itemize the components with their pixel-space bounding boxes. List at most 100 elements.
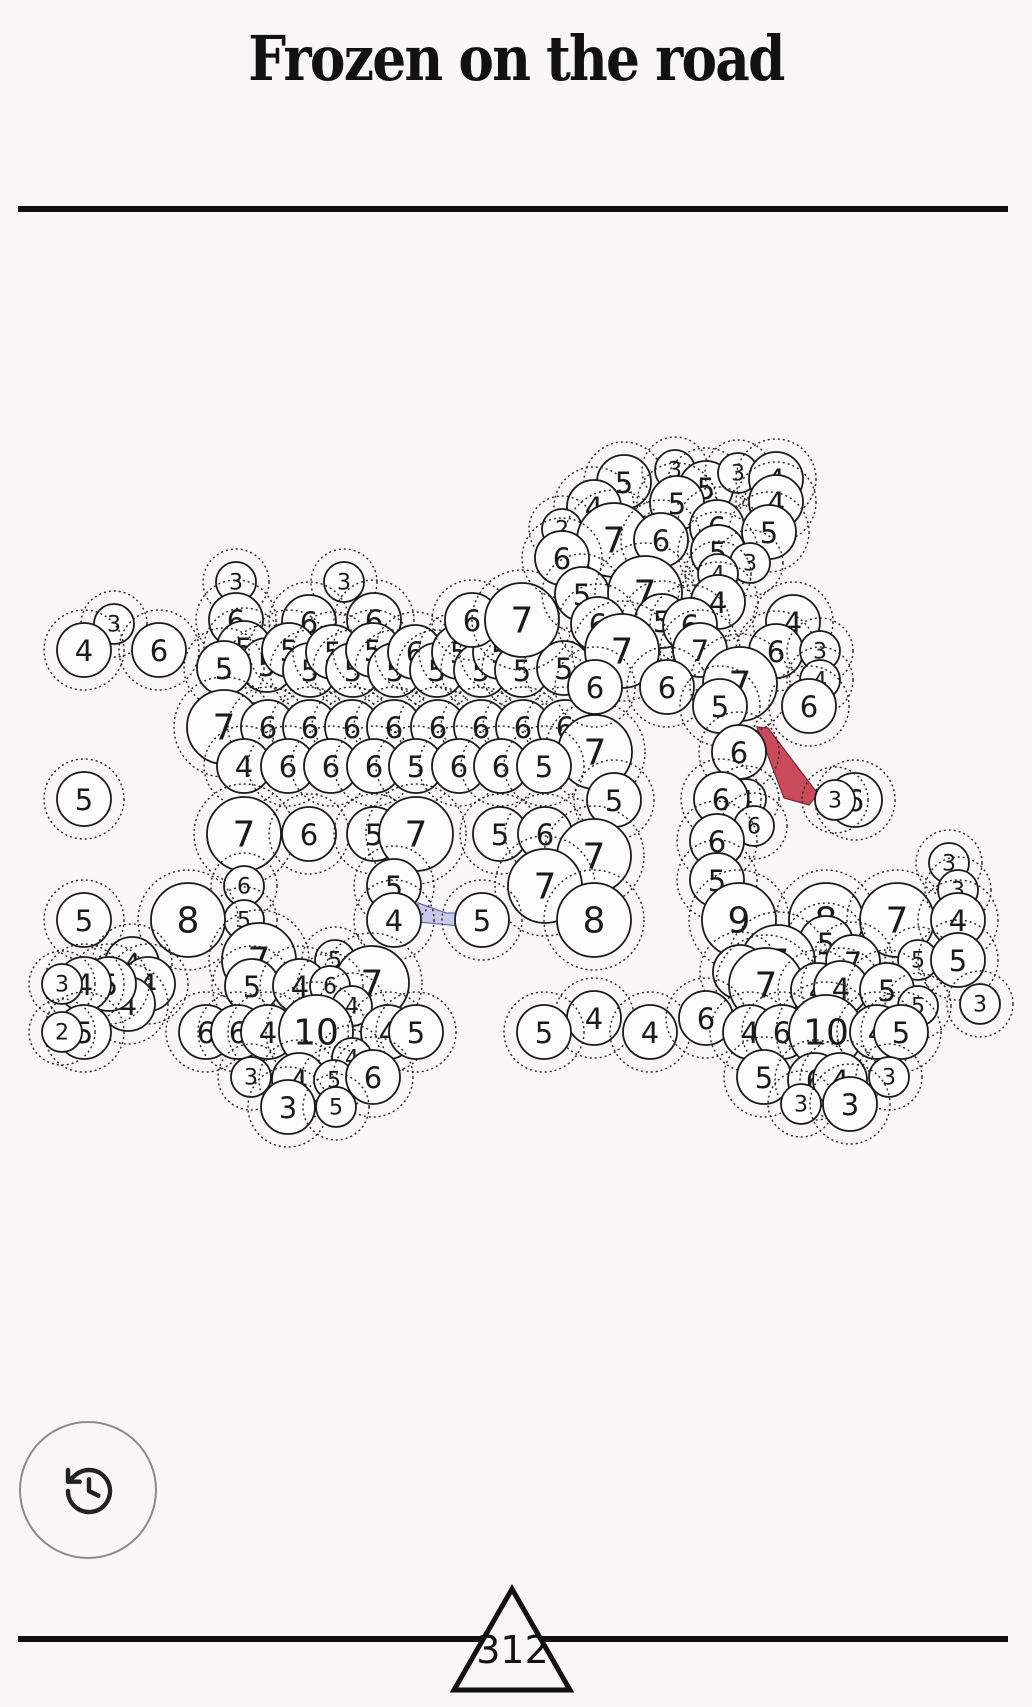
node-disc xyxy=(622,1004,678,1060)
board-node[interactable]: 6 xyxy=(676,800,758,882)
board-node[interactable]: 6 xyxy=(332,1036,414,1118)
node-value: 6 xyxy=(586,671,604,705)
board-node[interactable]: 5 xyxy=(723,1036,805,1118)
red-link xyxy=(756,726,819,806)
board-node[interactable]: 4 xyxy=(917,879,999,961)
board-node[interactable]: 7 xyxy=(365,783,467,885)
node-value: 5 xyxy=(491,818,509,852)
board-node[interactable]: 6 xyxy=(680,758,762,840)
board-node[interactable]: 5 xyxy=(43,758,125,840)
board-node[interactable]: 8 xyxy=(543,869,645,971)
board-node[interactable]: 5 xyxy=(503,991,585,1073)
board-node[interactable]: 6 xyxy=(768,665,850,747)
board-node[interactable]: 5 xyxy=(503,725,585,807)
node-disc xyxy=(260,1079,316,1135)
board-node[interactable]: 10 xyxy=(775,981,877,1083)
node-value: 6 xyxy=(536,818,554,852)
node-value: 3 xyxy=(828,789,842,814)
board-node[interactable]: 5 xyxy=(375,991,457,1073)
node-halo xyxy=(353,879,435,961)
board-node[interactable]: 3 xyxy=(716,529,784,597)
node-value: 6 xyxy=(300,818,318,852)
node-halo xyxy=(137,869,239,971)
node-value: 3 xyxy=(337,571,351,596)
node-disc xyxy=(822,1076,878,1132)
node-disc xyxy=(516,738,572,794)
board-node[interactable]: 5 xyxy=(917,919,999,1001)
node-value: 7 xyxy=(583,837,606,878)
board-node[interactable]: 5 xyxy=(441,879,523,961)
board-node[interactable]: 5 xyxy=(860,991,942,1073)
node-value: 6 xyxy=(364,1061,382,1095)
board-node[interactable]: 6 xyxy=(554,646,636,728)
node-value: 5 xyxy=(535,750,553,784)
history-icon xyxy=(65,1467,113,1515)
board-node[interactable]: 3 xyxy=(946,970,1014,1038)
node-disc xyxy=(781,678,837,734)
board-node[interactable]: 4 xyxy=(43,609,125,691)
board-node[interactable]: 7 xyxy=(193,783,295,885)
node-disc xyxy=(131,622,187,678)
node-value: 4 xyxy=(641,1016,659,1050)
node-halo xyxy=(503,991,585,1073)
node-value: 6 xyxy=(197,1016,215,1050)
node-value: 6 xyxy=(730,736,748,770)
board-node[interactable]: 5 xyxy=(43,879,125,961)
board-node[interactable]: 7 xyxy=(173,676,275,778)
node-value: 6 xyxy=(472,711,490,745)
node-halo xyxy=(118,609,200,691)
board-node[interactable]: 6 xyxy=(460,725,542,807)
moves-counter: 312 xyxy=(450,1584,575,1694)
board-node[interactable]: 5 xyxy=(302,1073,370,1141)
node-halo xyxy=(375,991,457,1073)
node-value: 3 xyxy=(279,1091,297,1125)
undo-button[interactable] xyxy=(19,1421,157,1559)
node-disc xyxy=(388,1004,444,1060)
board-node[interactable]: 3 xyxy=(809,1063,891,1145)
node-value: 3 xyxy=(841,1088,859,1122)
node-value: 3 xyxy=(973,993,987,1018)
node-value: 5 xyxy=(535,1016,553,1050)
board-node[interactable]: 3 xyxy=(855,1043,923,1111)
board-node[interactable]: 6 xyxy=(118,609,200,691)
node-halo xyxy=(801,766,869,834)
node-halo xyxy=(441,879,523,961)
board-node[interactable]: 6 xyxy=(247,725,329,807)
board-node[interactable]: 5 xyxy=(183,627,265,709)
node-halo xyxy=(680,758,762,840)
board-node[interactable]: 3 xyxy=(801,766,869,834)
node-value: 4 xyxy=(259,1016,277,1050)
node-halo xyxy=(735,438,817,520)
node-halo xyxy=(195,579,277,661)
node-value: 6 xyxy=(697,1002,715,1036)
board-node[interactable]: 7 xyxy=(846,869,948,971)
node-value: 6 xyxy=(773,1016,791,1050)
node-value: 6 xyxy=(343,711,361,745)
node-disc xyxy=(56,892,112,948)
node-disc xyxy=(484,582,560,658)
node-value: 3 xyxy=(107,613,121,638)
node-disc xyxy=(315,1086,357,1128)
board-node[interactable]: 4 xyxy=(609,991,691,1073)
node-value: 7 xyxy=(511,601,534,642)
board-node[interactable]: 3 xyxy=(217,1043,285,1111)
node-value: 3 xyxy=(244,1066,258,1091)
node-value: 5 xyxy=(75,783,93,817)
node-halo xyxy=(720,792,788,860)
board-node[interactable]: 5 xyxy=(679,665,761,747)
node-value: 6 xyxy=(150,634,168,668)
node-disc xyxy=(230,1056,272,1098)
board-node[interactable]: 8 xyxy=(137,869,239,971)
node-value: 4 xyxy=(741,1016,759,1050)
board-node[interactable]: 2 xyxy=(28,998,96,1066)
node-value: 8 xyxy=(583,901,606,942)
board-node[interactable]: 7 xyxy=(571,600,673,702)
node-halo xyxy=(43,758,125,840)
moves-value: 312 xyxy=(476,1628,549,1672)
node-value: 6 xyxy=(301,711,319,745)
node-value: 5 xyxy=(711,690,729,724)
board-node[interactable]: 3 xyxy=(704,439,772,507)
board-node[interactable]: 4 xyxy=(353,879,435,961)
node-halo xyxy=(812,921,894,1003)
